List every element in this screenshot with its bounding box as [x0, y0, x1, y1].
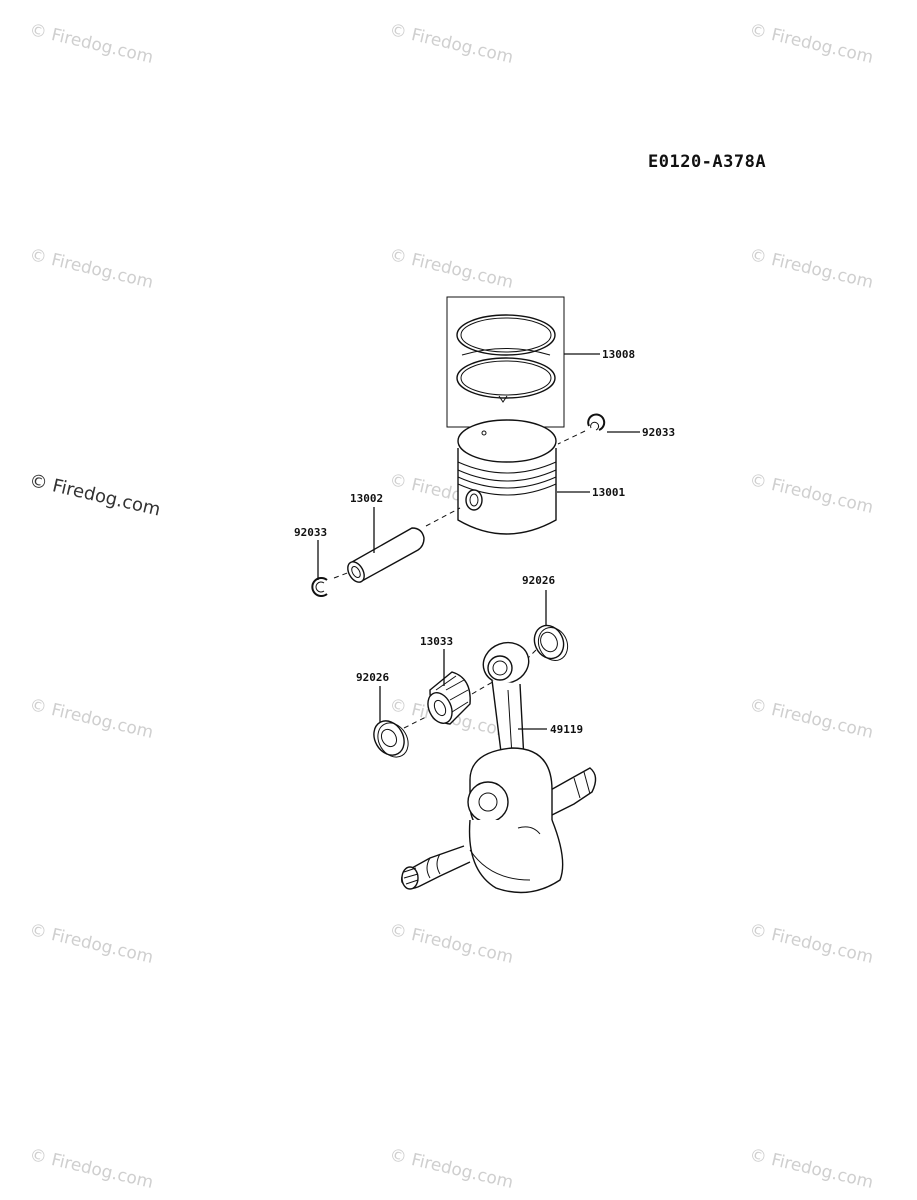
label-13008: 13008 [602, 348, 635, 361]
washer-right[interactable] [529, 621, 573, 666]
label-92033-right: 92033 [642, 426, 675, 439]
circlip-left[interactable] [311, 577, 328, 597]
label-49119: 49119 [550, 723, 583, 736]
drawing-code: E0120-A378A [648, 152, 767, 172]
washer-left[interactable] [368, 715, 414, 762]
label-13001: 13001 [592, 486, 625, 499]
needle-bearing[interactable] [423, 671, 471, 727]
connecting-rod-crankshaft[interactable] [401, 636, 597, 894]
piston-ring-set[interactable] [446, 296, 565, 428]
label-13002: 13002 [350, 492, 383, 505]
label-92026-left: 92026 [356, 671, 389, 684]
label-13033: 13033 [420, 635, 453, 648]
piston-pin[interactable] [344, 527, 425, 585]
circlip-right[interactable] [587, 413, 606, 431]
label-92026-right: 92026 [522, 574, 555, 587]
piston[interactable] [457, 419, 557, 535]
label-92033-left: 92033 [294, 526, 327, 539]
